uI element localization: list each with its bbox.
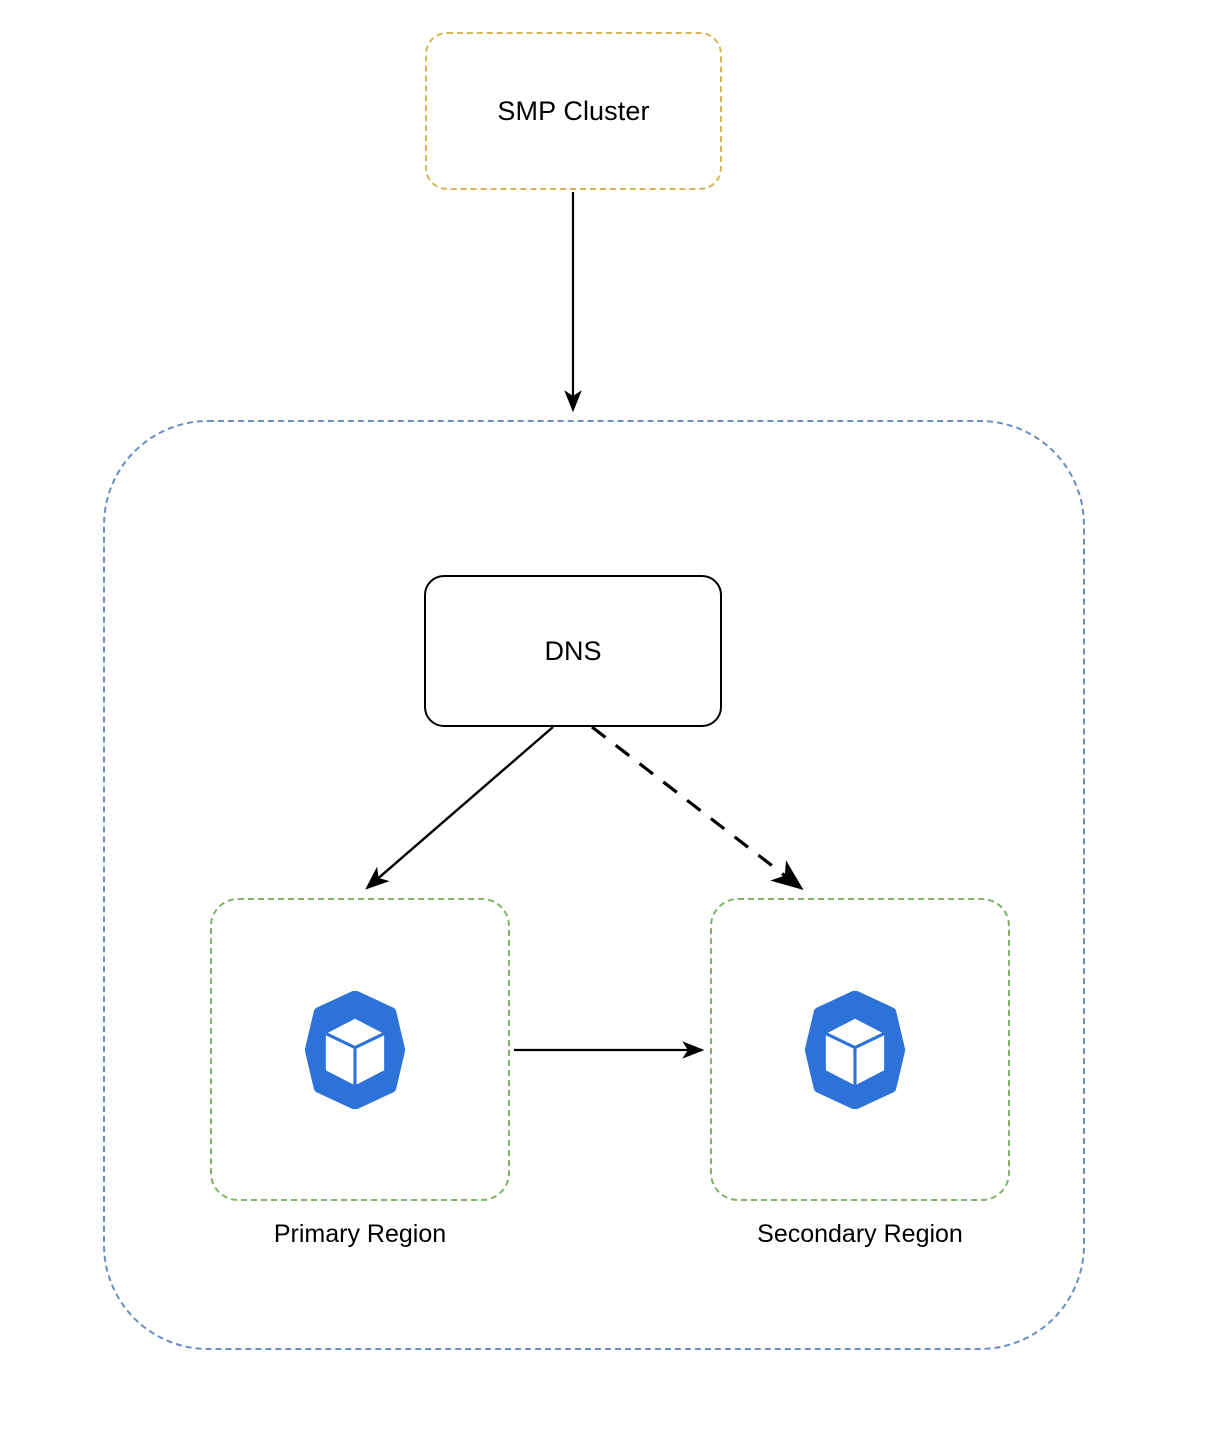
kubernetes-icon (304, 991, 406, 1109)
primary-region-label: Primary Region (273, 1220, 447, 1248)
dns-label: DNS (544, 635, 602, 666)
secondary-region-label: Secondary Region (757, 1220, 963, 1248)
node-smp-cluster[interactable]: SMP Cluster (425, 32, 722, 190)
kubernetes-icon (804, 991, 906, 1109)
node-dns[interactable]: DNS (424, 575, 722, 727)
region-box-secondary[interactable] (710, 898, 1010, 1201)
smp-cluster-label: SMP Cluster (497, 95, 650, 126)
multi-region-container[interactable] (103, 420, 1085, 1350)
region-box-primary[interactable] (210, 898, 510, 1201)
